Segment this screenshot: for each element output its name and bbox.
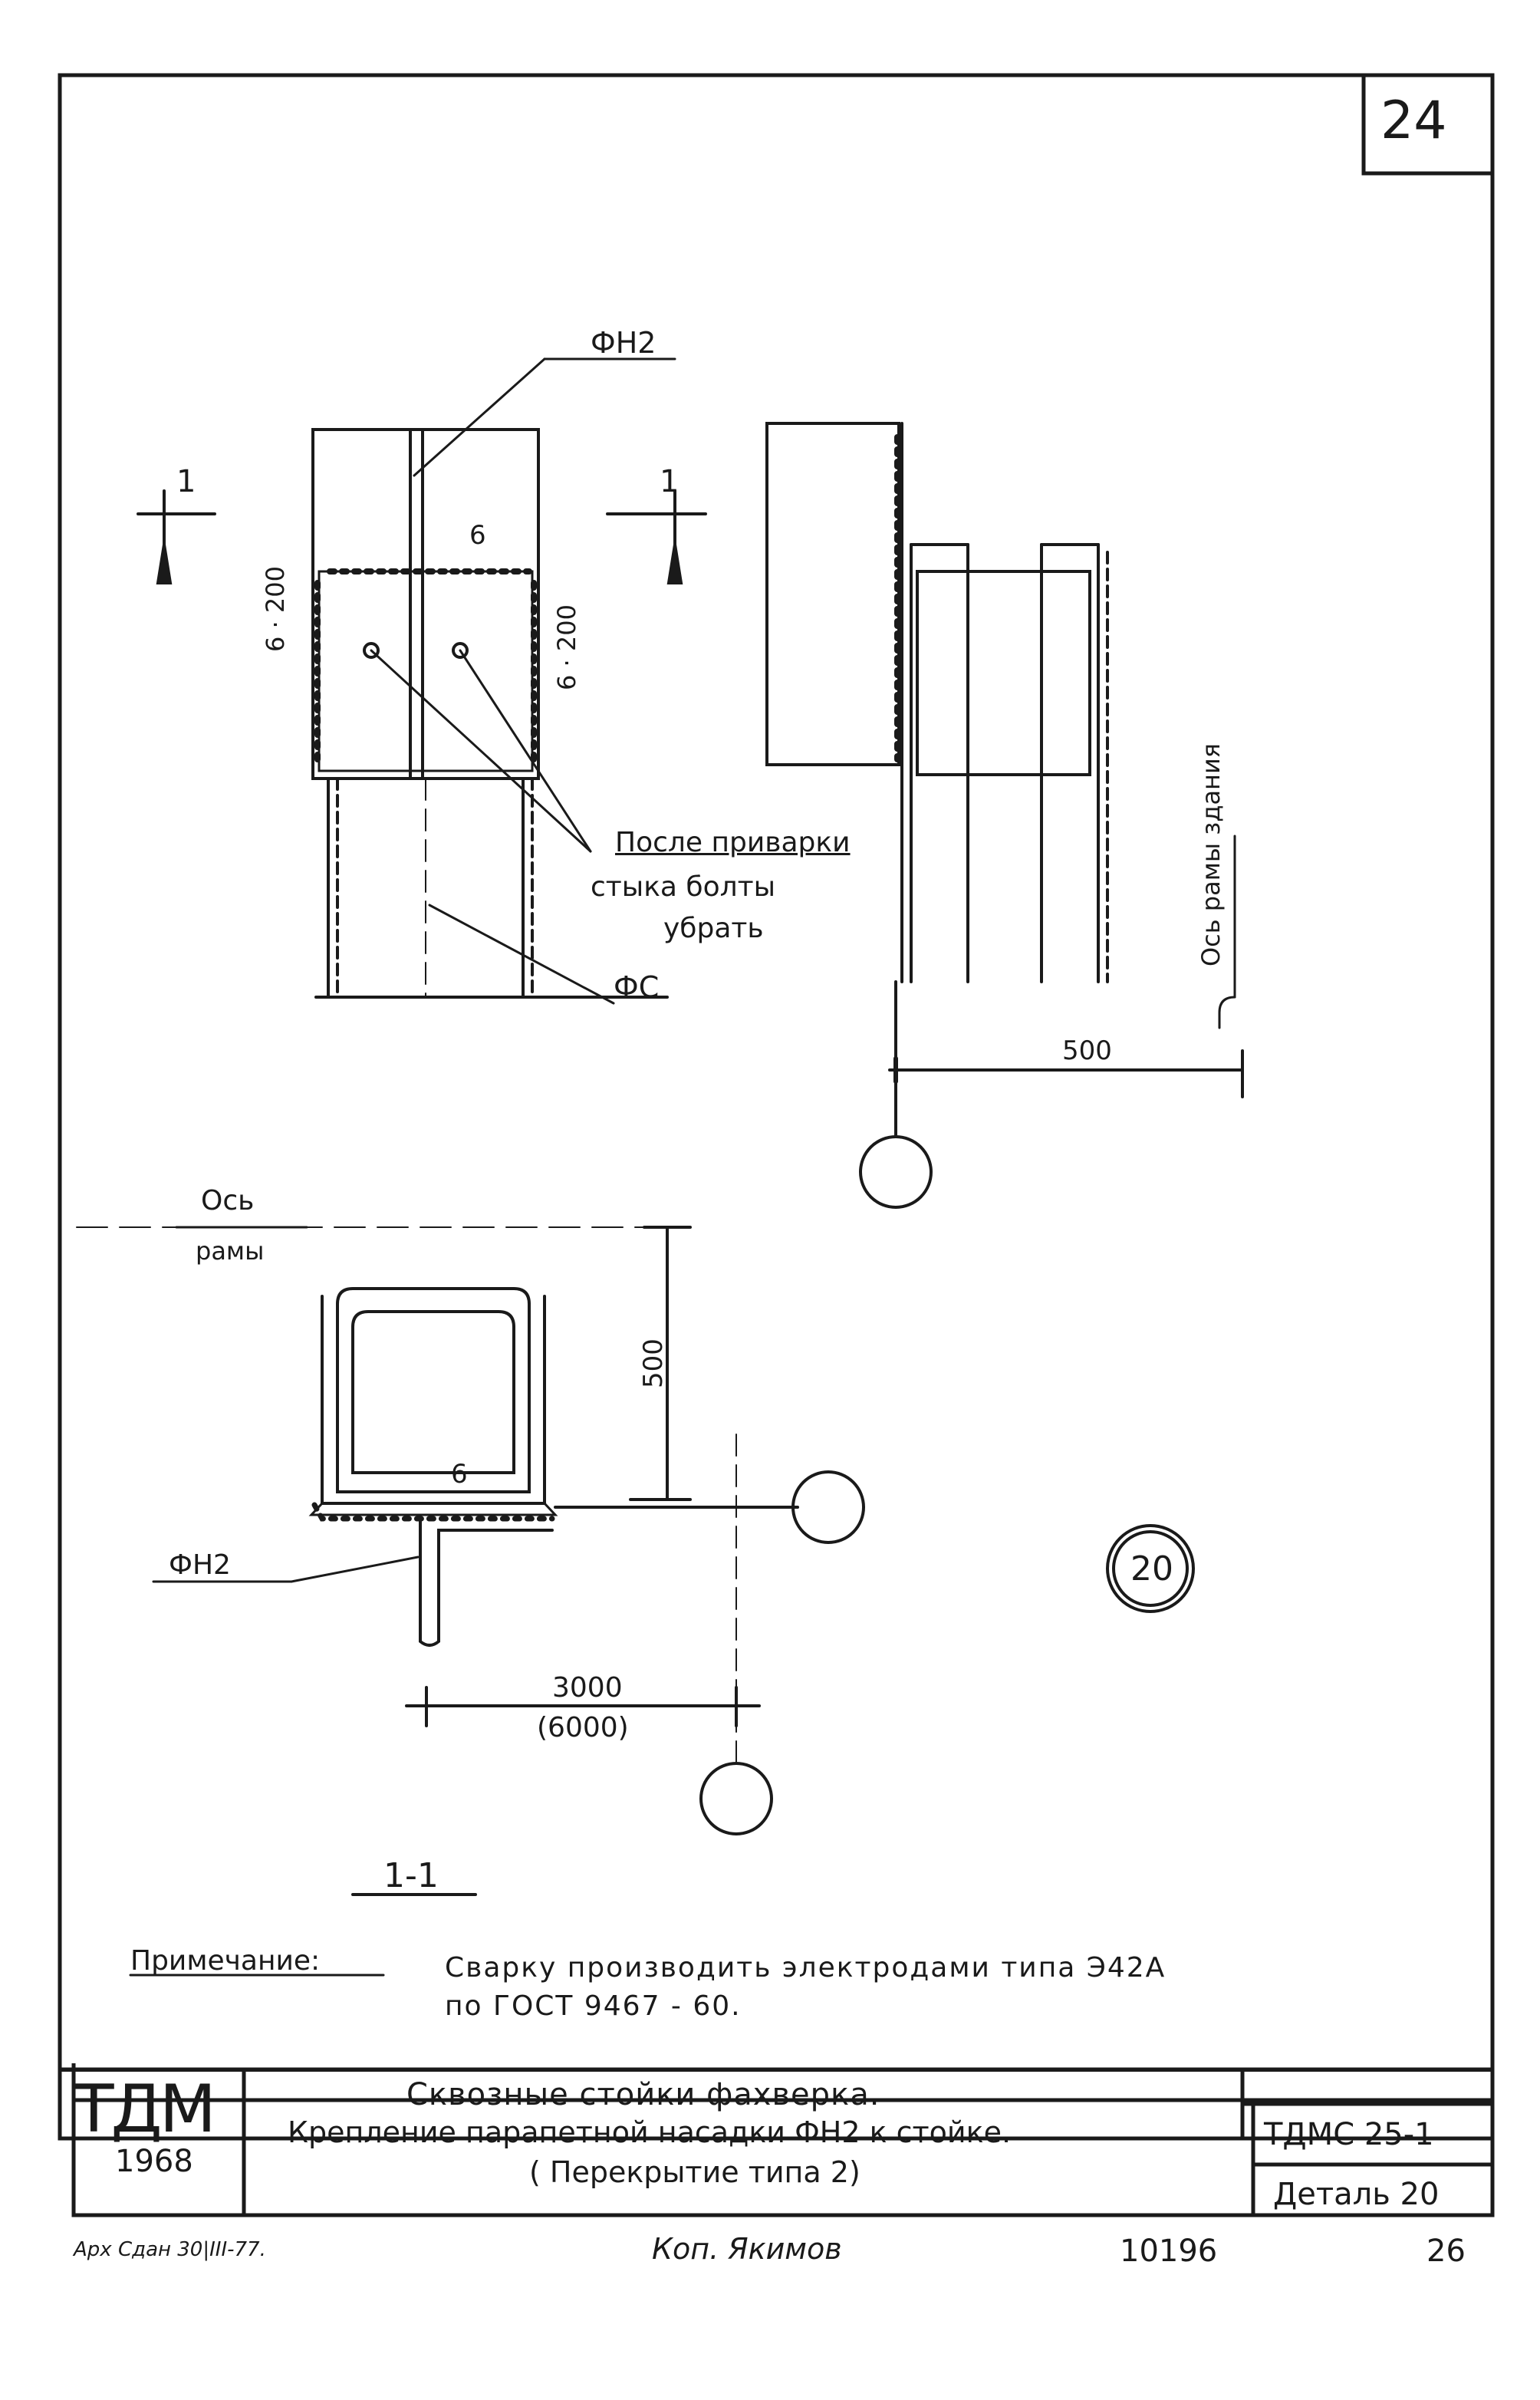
sheet-border	[58, 73, 1495, 2141]
title-line-3: ( Перекрытие типа 2)	[529, 2155, 860, 2189]
section-title: 1-1	[383, 1856, 439, 1895]
footer-inventory-number: 10196	[1120, 2234, 1218, 2269]
note-line-2: по ГОСТ 9467 - 60.	[445, 1990, 742, 2022]
axis-frame-line-2: рамы	[196, 1236, 265, 1266]
section-plan	[76, 1226, 865, 1896]
callout-line-3: убрать	[663, 913, 764, 944]
section-mark-left: 1	[176, 464, 196, 499]
label-fs: ФС	[614, 970, 660, 1004]
label-fn2-top: ФН2	[591, 326, 656, 360]
note-line-1: Сварку производить электродами типа Э42А	[445, 1952, 1167, 1984]
section-marker-right	[606, 489, 707, 584]
detail-circle	[1106, 1524, 1195, 1613]
title-block-year: 1968	[115, 2144, 193, 2179]
side-elevation	[765, 422, 1244, 1209]
footer-page-number: 26	[1426, 2234, 1466, 2269]
footer-archive-stamp: Арх Сдан 30|III-77.	[74, 2238, 266, 2261]
dim-3000: 3000	[552, 1672, 623, 1704]
axis-frame-line-1: Ось	[201, 1185, 255, 1216]
callout-line-2: стыка болты	[591, 871, 776, 903]
left-elevation	[311, 357, 676, 1005]
dim-500-side: 500	[1062, 1035, 1112, 1066]
title-line-1: Сквозные стойки фахверка.	[406, 2077, 880, 2112]
detail-circle-number: 20	[1130, 1549, 1173, 1588]
note-label: Примечание:	[130, 1945, 321, 1977]
title-line-2: Крепление парапетной насадки ФН2 к стойк…	[288, 2115, 1012, 2149]
section-mark-right: 1	[660, 464, 680, 499]
section-marker-left	[137, 489, 216, 584]
footer-copy: Коп. Якимов	[652, 2232, 842, 2266]
title-block-logo: ТДМ	[74, 2071, 216, 2148]
callout-line-1: После приварки	[615, 827, 851, 858]
sheet-number: 24	[1380, 91, 1447, 151]
dim-6000: (6000)	[537, 1712, 629, 1743]
title-block-detail: Деталь 20	[1273, 2177, 1440, 2212]
sheet-number-box	[1361, 73, 1495, 176]
label-fn2-bottom: ФН2	[169, 1549, 231, 1581]
weld-size-bottom: 6	[451, 1459, 468, 1490]
title-block-code: ТДМС 25-1	[1264, 2117, 1434, 2152]
weld-size-top: 6	[469, 520, 486, 551]
